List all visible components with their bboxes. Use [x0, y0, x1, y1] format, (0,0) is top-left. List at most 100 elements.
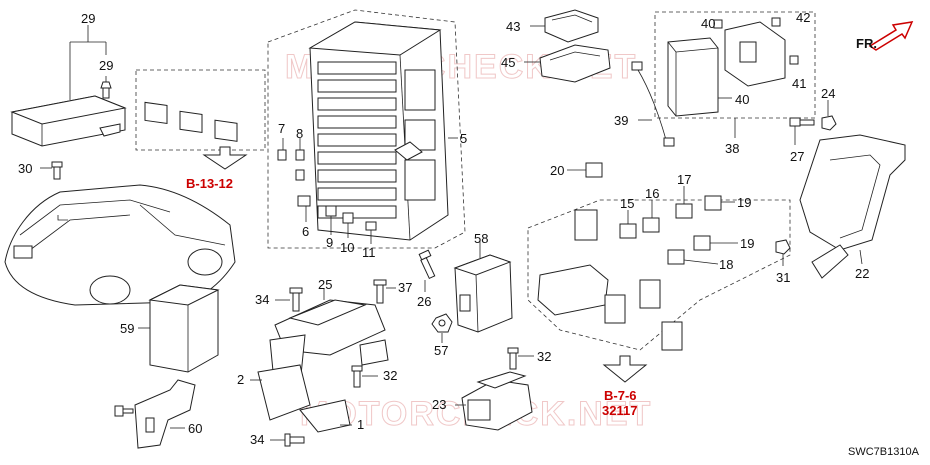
part-39-wire [631, 61, 675, 147]
callout-29: 29 [81, 11, 95, 26]
callout-17: 17 [677, 172, 691, 187]
bolt-31-center [507, 347, 519, 370]
reference-32117[interactable]: 32117 [602, 403, 637, 418]
callout-labels: 29 29 30 59 60 5 7 8 6 9 10 11 26 58 57 … [18, 10, 869, 447]
bolt-60 [114, 405, 134, 417]
callout-26: 26 [417, 294, 431, 309]
part-42 [544, 9, 599, 43]
callout-42: 42 [796, 10, 810, 25]
relay-group-dashed [135, 69, 266, 151]
callout-6: 6 [302, 224, 309, 239]
part-24-module [10, 95, 127, 147]
part-25-bracket [257, 299, 389, 433]
callout-60: 60 [188, 421, 202, 436]
callout-16: 16 [645, 186, 659, 201]
arrow-ref-b7 [602, 355, 648, 383]
screw-40-top [713, 19, 723, 29]
callout-57: 57 [434, 343, 448, 358]
callout-11: 11 [362, 245, 376, 260]
nut-29-bottom [775, 239, 791, 255]
screw-41 [771, 17, 781, 27]
callout-7: 7 [278, 121, 285, 136]
callout-27: 27 [790, 149, 804, 164]
callout-37: 37 [398, 280, 412, 295]
callout-25: 25 [318, 277, 332, 292]
part-43 [539, 44, 611, 83]
bolt-31-left [51, 161, 63, 180]
relay-21 [585, 162, 603, 178]
callout-5: 5 [460, 131, 467, 146]
part-38-bracket [724, 21, 786, 87]
diagram-code: SWC7B1310A [848, 446, 920, 458]
reference-b13-12[interactable]: B-13-12 [186, 176, 233, 191]
callout-24: 24 [821, 86, 835, 101]
part-22-unit [461, 371, 533, 431]
part-5-fuse-box [308, 21, 449, 241]
bolt-32-bottom [284, 433, 305, 447]
callout-29: 29 [99, 58, 113, 73]
fuse-box-dashed [267, 9, 466, 249]
bolt-30 [100, 81, 112, 99]
callout-15: 15 [620, 196, 634, 211]
reference-b7-6[interactable]: B-7-6 [604, 388, 637, 403]
callout-39: 39 [614, 113, 628, 128]
relay-16 [642, 217, 660, 233]
callout-40: 40 [735, 92, 749, 107]
callout-34: 34 [250, 432, 264, 447]
callout-30: 30 [18, 161, 32, 176]
part-58-module [148, 284, 220, 373]
callout-22: 22 [855, 266, 869, 281]
relay-15 [619, 223, 637, 239]
nut-29-top [821, 115, 837, 131]
nut-45 [431, 313, 453, 333]
fuse-8 [295, 149, 305, 161]
car-illustration [4, 184, 236, 306]
callout-59: 59 [120, 321, 134, 336]
part-57-module [453, 254, 513, 333]
direction-label: FR. [856, 36, 877, 51]
relay-group-right-dashed [527, 199, 791, 351]
callout-34: 34 [255, 292, 269, 307]
callout-43: 43 [506, 19, 520, 34]
fuse-7 [277, 149, 287, 161]
callout-32: 32 [383, 368, 397, 383]
callout-10: 10 [340, 240, 354, 255]
part-59-bracket [134, 379, 196, 449]
part-38-ecu [667, 37, 719, 117]
callout-38: 38 [725, 141, 739, 156]
callout-31: 31 [776, 270, 790, 285]
callout-1: 1 [357, 417, 364, 432]
bolt-32-right [351, 365, 363, 388]
relay-18 [667, 249, 685, 265]
callout-18: 18 [719, 257, 733, 272]
connector-a [574, 209, 598, 241]
callout-8: 8 [296, 126, 303, 141]
bolt-27 [789, 117, 815, 127]
callout-19: 19 [740, 236, 754, 251]
callout-32: 32 [537, 349, 551, 364]
bolt-34-left [289, 287, 303, 312]
callout-20: 20 [550, 163, 564, 178]
relay-group-top [144, 101, 238, 142]
connector-b [604, 294, 626, 324]
fuse-10 [342, 212, 354, 224]
connector-c [639, 279, 661, 309]
part-connector-block [537, 264, 609, 316]
fuse-9 [325, 205, 337, 217]
callout-19: 19 [737, 195, 751, 210]
callout-40: 40 [701, 16, 715, 31]
screw-40-right [789, 55, 799, 65]
callout-9: 9 [326, 235, 333, 250]
bolt-34-right [373, 279, 387, 304]
relay-20 [704, 195, 722, 211]
callout-2: 2 [237, 372, 244, 387]
bolt-26 [418, 249, 436, 280]
ecu-group-dashed [654, 11, 816, 119]
connector-d [661, 321, 683, 351]
callout-58: 58 [474, 231, 488, 246]
arrow-ref-b13 [202, 146, 248, 170]
fuse-6 [297, 195, 311, 207]
direction-arrow-icon [868, 21, 914, 51]
